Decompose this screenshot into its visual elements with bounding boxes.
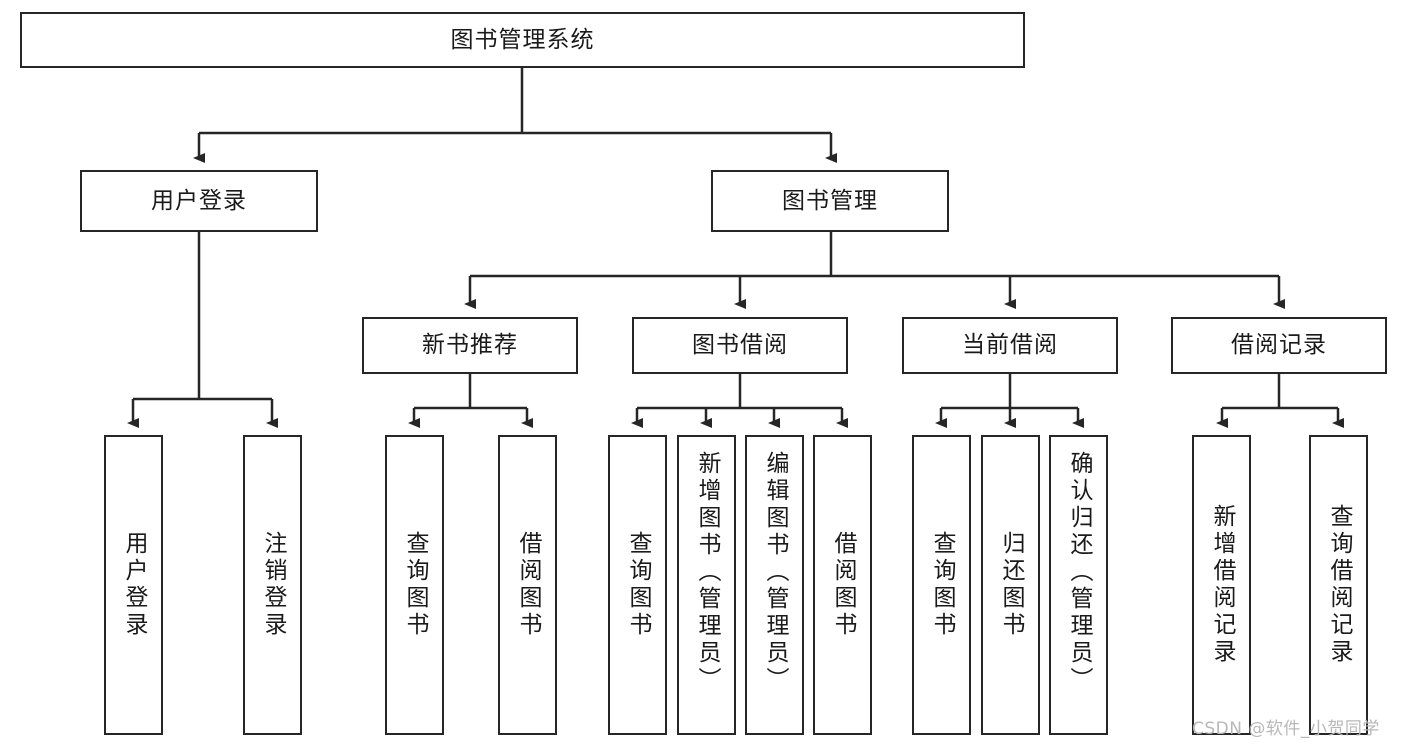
node-label: 借阅图书 (515, 531, 541, 639)
node-root-book-management-system[interactable]: 图书管理系统 (20, 12, 1025, 68)
node-label: 图书管理系统 (450, 26, 595, 53)
node-label: 图书管理 (782, 187, 878, 214)
node-leaf-query-book-newbook[interactable]: 查询图书 (385, 435, 444, 735)
node-label: 查询图书 (402, 531, 428, 639)
node-label: 新增借阅记录 (1209, 504, 1235, 666)
node-label: 新书推荐 (422, 332, 518, 359)
node-label: 注销登录 (260, 531, 286, 639)
node-leaf-borrow-book-newbook[interactable]: 借阅图书 (498, 435, 557, 735)
node-leaf-return-book[interactable]: 归还图书 (981, 435, 1040, 735)
node-label: 借阅图书 (830, 531, 856, 639)
node-current-borrow[interactable]: 当前借阅 (902, 317, 1118, 374)
node-leaf-borrow-book[interactable]: 借阅图书 (813, 435, 872, 735)
node-label: 当前借阅 (962, 332, 1058, 359)
node-label: 借阅记录 (1231, 332, 1327, 359)
node-user-login[interactable]: 用户登录 (80, 170, 318, 232)
node-leaf-edit-book-admin[interactable]: 编辑图书（管理员） (745, 435, 804, 735)
node-label: 新增图书（管理员） (694, 451, 720, 694)
node-leaf-logout[interactable]: 注销登录 (243, 435, 302, 735)
node-leaf-query-borrow-record[interactable]: 查询借阅记录 (1309, 435, 1368, 735)
node-borrow-record[interactable]: 借阅记录 (1171, 317, 1387, 374)
node-label: 用户登录 (121, 531, 147, 639)
node-book-management[interactable]: 图书管理 (711, 170, 949, 232)
node-label: 编辑图书（管理员） (762, 451, 788, 694)
node-label: 查询借阅记录 (1326, 504, 1352, 666)
node-leaf-query-book-current[interactable]: 查询图书 (912, 435, 971, 735)
node-label: 用户登录 (151, 187, 247, 214)
node-label: 查询图书 (625, 531, 651, 639)
node-label: 归还图书 (998, 531, 1024, 639)
node-label: 图书借阅 (692, 332, 788, 359)
node-leaf-confirm-return-admin[interactable]: 确认归还（管理员） (1049, 435, 1108, 735)
node-new-book-recommend[interactable]: 新书推荐 (362, 317, 578, 374)
node-leaf-query-book-borrow[interactable]: 查询图书 (608, 435, 667, 735)
node-leaf-add-book-admin[interactable]: 新增图书（管理员） (677, 435, 736, 735)
watermark-text: CSDN @软件_小贺同学 (1192, 719, 1380, 739)
node-book-borrow[interactable]: 图书借阅 (632, 317, 848, 374)
node-leaf-user-login[interactable]: 用户登录 (104, 435, 163, 735)
node-label: 确认归还（管理员） (1066, 451, 1092, 694)
node-leaf-add-borrow-record[interactable]: 新增借阅记录 (1192, 435, 1251, 735)
node-label: 查询图书 (929, 531, 955, 639)
